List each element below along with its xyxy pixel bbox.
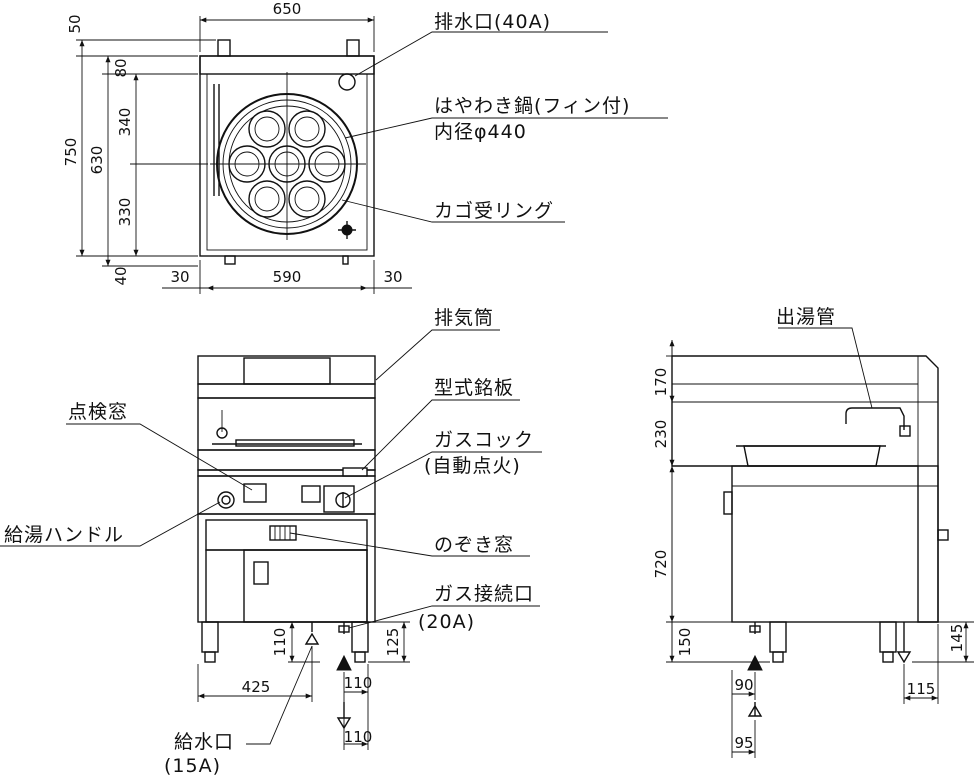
dim-top-50: 50 — [66, 14, 84, 33]
label-water-inlet-line1: 給水口 — [174, 731, 234, 753]
dim-front-425: 425 — [242, 678, 271, 696]
label-gas-connection-line1: ガス接続口 — [434, 583, 534, 605]
label-hot-water-pipe: 出湯管 — [776, 306, 836, 328]
label-inspection-window: 点検窓 — [68, 401, 128, 423]
dim-front-110-bottom: 110 — [344, 728, 373, 746]
label-gas-cock-line2: (自動点火) — [424, 455, 521, 477]
label-nameplate: 型式銘板 — [434, 377, 514, 399]
dim-side-170: 170 — [652, 368, 670, 397]
label-pot-line2: 内径φ440 — [434, 121, 527, 143]
dim-top-630: 630 — [88, 146, 106, 175]
dim-top-330: 330 — [116, 198, 134, 227]
peep-window-grill — [269, 525, 297, 541]
dim-top-750: 750 — [62, 138, 80, 167]
dim-top-340: 340 — [116, 108, 134, 137]
label-hot-water-handle: 給湯ハンドル — [4, 524, 124, 546]
label-basket-ring: カゴ受リング — [434, 200, 554, 222]
front-view: 425 110 125 110 110 排気筒 型式銘板 ガスコック (自動点火… — [0, 307, 542, 777]
dim-front-110-height: 110 — [271, 628, 289, 657]
top-view: 650 50 80 750 340 630 330 40 30 590 30 排… — [62, 0, 668, 294]
dim-top-590: 590 — [273, 268, 302, 286]
side-view: 170 230 720 150 145 90 95 115 出湯管 — [652, 306, 974, 758]
dim-top-40: 40 — [112, 266, 130, 285]
dim-side-720: 720 — [652, 550, 670, 579]
dim-side-150: 150 — [676, 628, 694, 657]
dim-top-width: 650 — [273, 0, 302, 18]
label-exhaust: 排気筒 — [434, 307, 494, 329]
label-gas-cock-line1: ガスコック — [434, 429, 534, 451]
label-peep-window: のぞき窓 — [434, 534, 514, 556]
label-water-inlet-line2: (15A) — [164, 755, 221, 777]
dim-side-145: 145 — [948, 624, 966, 653]
dim-side-230: 230 — [652, 420, 670, 449]
dim-top-30-left: 30 — [170, 268, 189, 286]
dim-front-125: 125 — [384, 628, 402, 657]
dim-side-115: 115 — [907, 680, 936, 698]
dim-top-80: 80 — [112, 58, 130, 77]
label-gas-connection-line2: (20A) — [418, 611, 475, 633]
dim-front-110-gas: 110 — [344, 674, 373, 692]
dim-side-90: 90 — [734, 676, 753, 694]
label-drain: 排水口(40A) — [434, 11, 551, 33]
dim-side-95: 95 — [734, 734, 753, 752]
label-pot-line1: はやわき鍋(フィン付) — [434, 95, 630, 117]
dim-top-30-right: 30 — [383, 268, 402, 286]
